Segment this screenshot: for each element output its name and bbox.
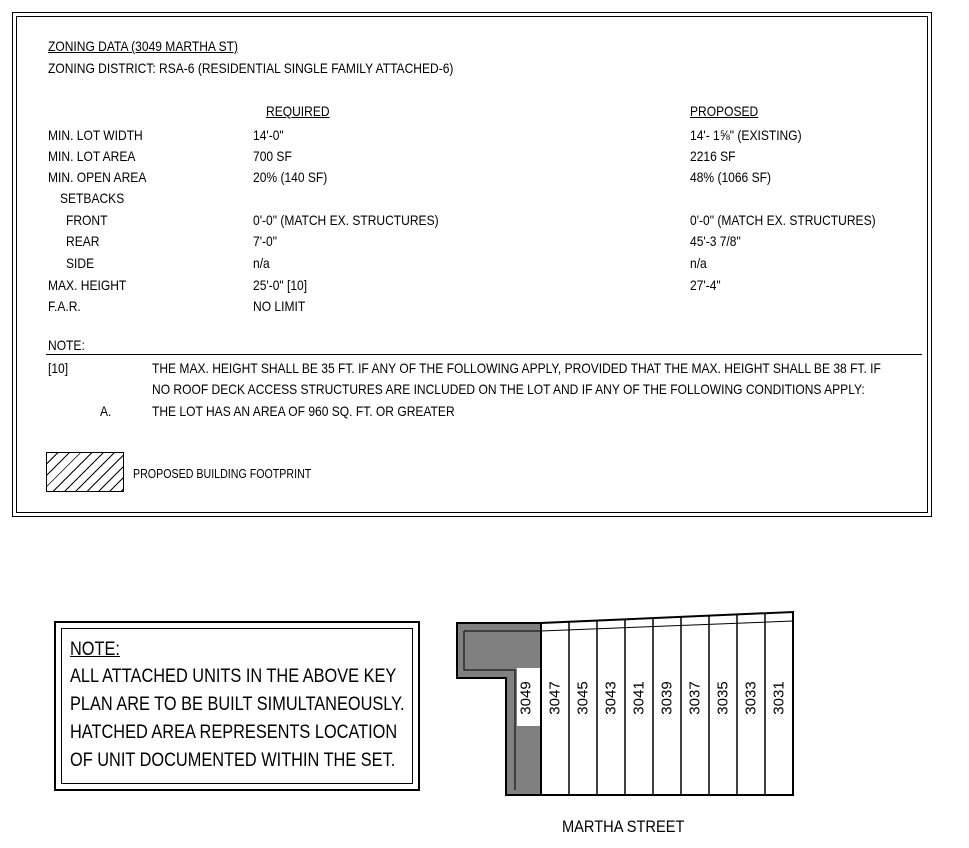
row-proposed: 45'-3 7/8" [690, 233, 741, 249]
row-label: F.A.R. [48, 298, 81, 314]
key-note-line: PLAN ARE TO BE BUILT SIMULTANEOUSLY. [70, 694, 405, 715]
hatch-legend-swatch [46, 452, 124, 492]
unit-label-3041: 3041 [630, 681, 648, 715]
unit-label-3045: 3045 [574, 681, 592, 715]
row-label: MIN. LOT AREA [48, 148, 136, 164]
row-label: FRONT [66, 212, 108, 228]
rear-inner-line [540, 620, 794, 632]
note-line: THE MAX. HEIGHT SHALL BE 35 FT. IF ANY O… [152, 360, 881, 376]
zoning-district: ZONING DISTRICT: RSA-6 (RESIDENTIAL SING… [48, 60, 454, 76]
zoning-title: ZONING DATA (3049 MARTHA ST) [48, 38, 239, 54]
note-item-text: THE LOT HAS AN AREA OF 960 SQ. FT. OR GR… [152, 403, 455, 419]
note-ref: [10] [48, 360, 69, 376]
row-required: 20% (140 SF) [253, 169, 328, 185]
legend-label: PROPOSED BUILDING FOOTPRINT [133, 466, 312, 481]
row-proposed: 27'-4" [690, 277, 721, 293]
row-required: 0'-0" (MATCH EX. STRUCTURES) [253, 212, 439, 228]
zoning-frame-inner [16, 16, 928, 513]
note-label: NOTE: [48, 337, 85, 353]
unit-label-3039: 3039 [658, 681, 676, 715]
row-label: SIDE [66, 255, 95, 271]
row-label: MIN. OPEN AREA [48, 169, 147, 185]
unit-label-3043: 3043 [602, 681, 620, 715]
zoning-frame-outer [12, 12, 932, 517]
column-proposed-header: PROPOSED [690, 103, 759, 119]
row-label: MIN. LOT WIDTH [48, 127, 143, 143]
key-note-line: ALL ATTACHED UNITS IN THE ABOVE KEY [70, 666, 397, 687]
unit-label-3037: 3037 [686, 681, 704, 715]
key-note-frame-inner [61, 628, 413, 784]
row-required: 14'-0" [253, 127, 284, 143]
note-item-letter: A. [100, 403, 112, 419]
unit-label-3031: 3031 [770, 681, 788, 715]
row-required: n/a [253, 255, 270, 271]
column-required-header: REQUIRED [266, 103, 330, 119]
key-note-line: HATCHED AREA REPRESENTS LOCATION [70, 722, 398, 743]
row-proposed: 0'-0" (MATCH EX. STRUCTURES) [690, 212, 876, 228]
key-note-heading: NOTE: [70, 639, 120, 660]
unit-3049-label-area [517, 668, 541, 726]
row-label: REAR [66, 233, 100, 249]
unit-label-3035: 3035 [714, 681, 732, 715]
row-label: SETBACKS [60, 190, 125, 206]
row-required: NO LIMIT [253, 298, 306, 314]
row-proposed: 48% (1066 SF) [690, 169, 771, 185]
key-note-line: OF UNIT DOCUMENTED WITHIN THE SET. [70, 750, 396, 771]
row-proposed: 14'- 1⅝" (EXISTING) [690, 127, 802, 143]
unit-3049-inner-outline [463, 630, 541, 790]
street-label: MARTHA STREET [562, 817, 685, 836]
row-label: MAX. HEIGHT [48, 277, 127, 293]
row-required: 700 SF [253, 148, 292, 164]
unit-label-3049: 3049 [517, 681, 535, 715]
note-line: NO ROOF DECK ACCESS STRUCTURES ARE INCLU… [152, 381, 865, 397]
row-required: 7'-0" [253, 233, 277, 249]
row-outline [540, 610, 794, 796]
unit-label-3047: 3047 [546, 681, 564, 715]
key-note-frame-outer [54, 621, 420, 791]
row-required: 25'-0" [10] [253, 277, 308, 293]
row-proposed: 2216 SF [690, 148, 736, 164]
unit-label-3033: 3033 [742, 681, 760, 715]
note-rule [46, 354, 922, 355]
row-proposed: n/a [690, 255, 707, 271]
